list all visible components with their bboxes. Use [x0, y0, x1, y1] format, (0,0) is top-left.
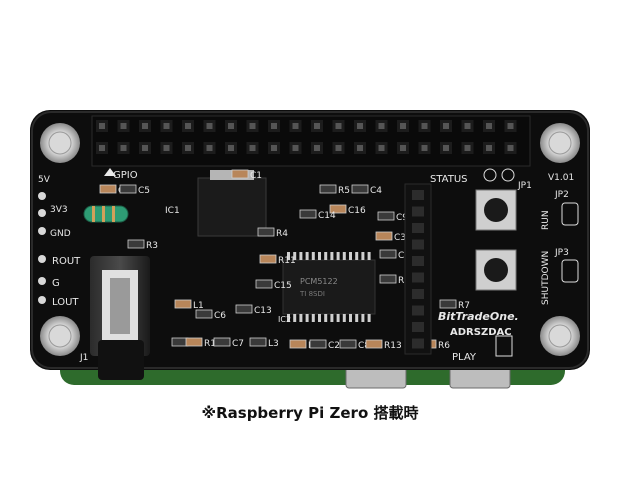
smd-component — [195, 309, 213, 319]
smd-component — [185, 337, 203, 347]
smd-component — [213, 337, 231, 347]
smd-component — [375, 231, 393, 241]
svg-text:JP2: JP2 — [554, 190, 569, 200]
component-label: C4 — [370, 186, 382, 196]
smd-component — [379, 249, 397, 259]
component-label: R4 — [276, 229, 288, 239]
component-label: C6 — [214, 311, 226, 321]
smd-component — [439, 299, 457, 309]
component-label: C7 — [232, 339, 244, 349]
smd-component — [249, 337, 267, 347]
brand-label: BitTradeOne. — [438, 310, 519, 323]
component-label: R11 — [278, 256, 296, 266]
regulator-ic1 — [197, 177, 267, 237]
component-label: C16 — [348, 206, 366, 216]
smd-component — [339, 339, 357, 349]
photo-caption: ※Raspberry Pi Zero 搭載時 — [201, 404, 419, 422]
svg-text:LOUT: LOUT — [52, 297, 79, 308]
component-label: L3 — [268, 339, 279, 349]
inductor-l1 — [83, 205, 129, 223]
smd-component — [235, 304, 253, 314]
smd-component — [259, 254, 277, 264]
shutdown-button[interactable] — [475, 249, 517, 291]
component-label: R5 — [338, 186, 350, 196]
component-label: R3 — [146, 241, 158, 251]
smd-component — [174, 299, 192, 309]
smd-component — [299, 209, 317, 219]
smd-component — [255, 279, 273, 289]
svg-text:RUN: RUN — [541, 210, 551, 230]
svg-text:JP1: JP1 — [517, 181, 532, 191]
smd-component — [329, 204, 347, 214]
component-label: C13 — [254, 306, 272, 316]
component-label: C9 — [396, 213, 408, 223]
run-button[interactable] — [475, 189, 517, 231]
svg-text:J1: J1 — [79, 353, 88, 363]
svg-text:ROUT: ROUT — [52, 256, 81, 267]
smd-component — [257, 227, 275, 237]
svg-text:IC2: IC2 — [278, 315, 291, 324]
component-label: C5 — [138, 186, 150, 196]
svg-text:PLAY: PLAY — [452, 352, 477, 363]
gpio-header — [91, 115, 531, 167]
component-label: C3 — [394, 233, 406, 243]
model-label: ADRSZDAC — [450, 327, 512, 338]
svg-text:5V: 5V — [38, 175, 51, 185]
component-label: R14 — [204, 339, 222, 349]
component-label: C1 — [250, 171, 262, 181]
smd-component — [119, 184, 137, 194]
component-label: R13 — [384, 341, 402, 351]
component-label: L1 — [193, 301, 204, 311]
svg-text:SHUTDOWN: SHUTDOWN — [541, 251, 551, 305]
component-label: C15 — [274, 281, 292, 291]
smd-component — [231, 169, 249, 179]
dac-chip — [282, 259, 376, 315]
smd-component — [365, 339, 383, 349]
svg-text:PCM5122: PCM5122 — [300, 277, 338, 286]
smd-component — [289, 339, 307, 349]
smd-component — [379, 274, 397, 284]
svg-text:3V3: 3V3 — [50, 205, 68, 215]
component-label: R7 — [458, 301, 470, 311]
component-label: C14 — [318, 211, 336, 221]
component-label: R6 — [438, 341, 450, 351]
smd-component — [99, 184, 117, 194]
component-label: C8 — [358, 341, 370, 351]
smd-component — [309, 339, 327, 349]
smd-component — [377, 211, 395, 221]
svg-text:STATUS: STATUS — [430, 174, 468, 185]
svg-text:IC1: IC1 — [165, 206, 180, 216]
svg-text:V1.01: V1.01 — [548, 173, 574, 183]
smd-component — [127, 239, 145, 249]
gpio-label: GPIO — [113, 170, 138, 181]
svg-text:G: G — [52, 278, 60, 289]
svg-text:TI 8SDI: TI 8SDI — [299, 290, 325, 298]
svg-text:JP3: JP3 — [554, 248, 569, 258]
svg-text:GND: GND — [50, 229, 71, 239]
smd-component — [319, 184, 337, 194]
smd-component — [351, 184, 369, 194]
component-label: C2 — [328, 341, 340, 351]
